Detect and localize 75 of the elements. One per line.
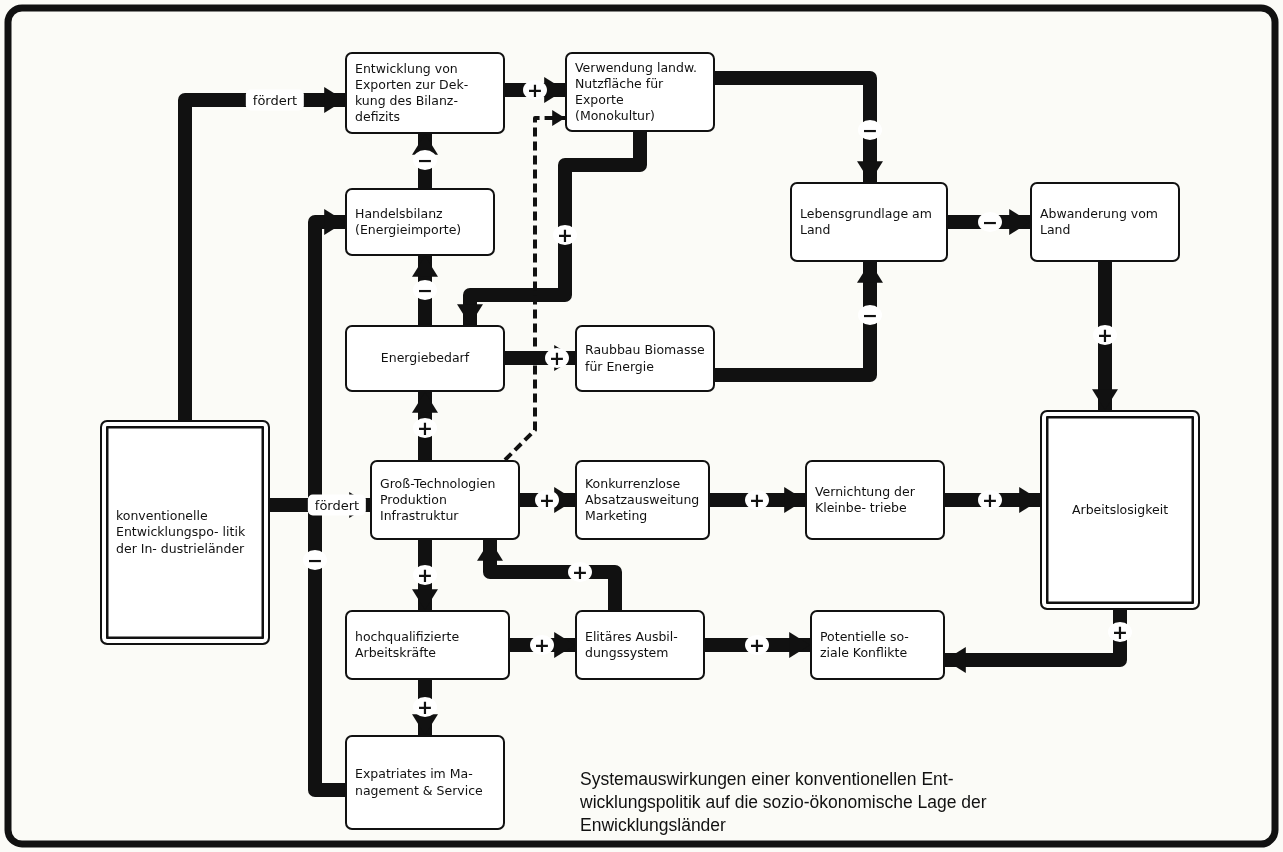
sign-label: +: [413, 697, 437, 717]
sign-label: −: [413, 150, 437, 170]
node-text: Raubbau Biomasse für Energie: [585, 342, 705, 375]
connector-band: [1092, 262, 1118, 410]
sign-label: +: [413, 418, 437, 438]
connector-band: [705, 632, 810, 658]
connector-band: [178, 87, 345, 420]
process-box: [575, 325, 715, 392]
process-box: [810, 610, 945, 680]
connector-band: [710, 487, 805, 513]
connector-band: [412, 256, 438, 325]
process-box: [345, 52, 505, 134]
sign-label: +: [745, 490, 769, 510]
process-box: [1040, 410, 1200, 610]
edge-label: fördert: [245, 89, 305, 111]
process-box: [575, 610, 705, 680]
connector-band: [505, 77, 565, 103]
connector-band: [308, 209, 345, 797]
process-box: [345, 188, 495, 256]
connector-band: [412, 134, 438, 188]
caption: Systemauswirkungen einer konventionellen Ent- wicklungspolitik auf die sozio-ökonomische Lage der Enwicklungsländer: [580, 768, 988, 837]
node-text: Expatriates im Ma- nagement & Service: [355, 766, 484, 799]
sign-label: +: [745, 635, 769, 655]
connector-band: [520, 487, 575, 513]
node-text: Konkurrenzlose Absatzausweitung Marketing: [585, 475, 700, 525]
process-box: [565, 52, 715, 132]
process-box: [790, 182, 948, 262]
node-text: Entwicklung von Exporten zur Dek- kung des Bilanz- defizits: [355, 60, 470, 126]
connector-band: [412, 680, 438, 735]
node-text: Energiebedarf: [380, 350, 470, 367]
sign-label: −: [303, 550, 327, 570]
connector-band: [510, 632, 575, 658]
node-text: Potentielle so- ziale Konflikte: [820, 628, 910, 662]
connector-band: [715, 262, 883, 382]
connector-band: [412, 392, 438, 460]
sign-label: +: [553, 225, 577, 245]
process-box: [345, 610, 510, 680]
connector-band: [948, 209, 1030, 235]
connector-band: [457, 132, 647, 325]
sign-label: +: [978, 490, 1002, 510]
node-text: Elitäres Ausbil- dungssystem: [585, 628, 679, 662]
edge-label: fördert: [307, 494, 367, 516]
connector-band: [412, 540, 438, 610]
sign-label: −: [413, 280, 437, 300]
node-text: Vernichtung der Kleinbe- triebe: [815, 483, 916, 517]
sign-label: −: [858, 305, 882, 325]
sign-label: −: [978, 212, 1002, 232]
connector-band: [945, 487, 1040, 513]
sign-label: +: [535, 490, 559, 510]
sign-label: +: [1108, 622, 1132, 642]
process-box: [100, 420, 270, 645]
process-box: [805, 460, 945, 540]
node-text: Verwendung landw. Nutzfläche für Exporte (Monokultur): [575, 59, 698, 125]
sign-label: +: [545, 348, 569, 368]
node-text: Lebensgrundlage am Land: [800, 205, 933, 239]
sign-label: +: [523, 80, 547, 100]
sign-label: −: [858, 120, 882, 140]
node-text: hochqualifizierte Arbeitskräfte: [355, 628, 461, 662]
process-box: [345, 735, 505, 830]
sign-label: +: [568, 562, 592, 582]
sign-label: +: [413, 565, 437, 585]
process-box: [575, 460, 710, 540]
node-text: Abwanderung vom Land: [1040, 205, 1160, 239]
sign-label: +: [1093, 325, 1117, 345]
connector-band: [505, 345, 575, 371]
node-text: Arbeitslosigkeit: [1071, 501, 1169, 519]
sign-label: +: [530, 635, 554, 655]
node-text: Handelsbilanz (Energieimporte): [355, 205, 463, 239]
process-box: [345, 325, 505, 392]
node-text: Groß-Technologien Produktion Infrastruktur: [380, 475, 497, 525]
process-box: [370, 460, 520, 540]
dashed-arrow: [503, 110, 565, 462]
connector-band: [715, 71, 883, 182]
process-box: [1030, 182, 1180, 262]
node-text: konventionelle Entwicklungspo- litik der In- dustrieländer: [116, 508, 247, 557]
